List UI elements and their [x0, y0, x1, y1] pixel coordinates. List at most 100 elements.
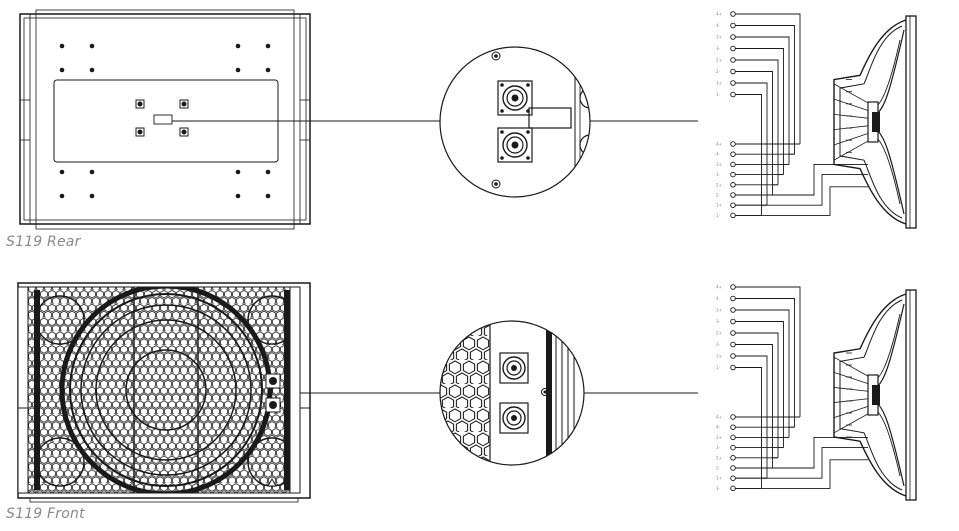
wire [735, 174, 868, 206]
screw-hole [265, 193, 271, 199]
wire [735, 344, 773, 468]
pin-label: 3+ [716, 308, 722, 313]
screw-hole [59, 67, 65, 73]
screw-hole [265, 169, 271, 175]
screw-hole [265, 67, 271, 73]
pin-label: 4- [716, 23, 721, 28]
screw-hole [235, 169, 241, 175]
wire [735, 459, 868, 489]
pin-label: 4+ [716, 415, 722, 420]
pin-label: 1+ [716, 203, 722, 208]
screw-hole [59, 169, 65, 175]
pin-label: 2- [716, 69, 721, 74]
pin-label: 4+ [716, 12, 722, 17]
wire [735, 436, 868, 469]
terminal-dot [730, 171, 736, 178]
terminal-dot [730, 192, 736, 198]
pin-label: 1+ [716, 476, 722, 481]
terminal-dot [730, 330, 736, 336]
pin-label: 3+ [716, 35, 722, 40]
screw-hole [59, 43, 65, 49]
front-detail-magnifier [439, 320, 585, 466]
terminal-dot [730, 307, 736, 313]
wire [735, 25, 795, 155]
rear-caption: S119 Rear [6, 234, 81, 250]
terminal-dot [730, 414, 736, 420]
rear-driver-section [833, 15, 917, 229]
pin-label: 3+ [716, 162, 722, 167]
wire [735, 309, 790, 438]
driver-cone [875, 29, 905, 215]
pin-label: 3+ [716, 435, 722, 440]
driver-cone [875, 303, 905, 487]
front-wiring-diagram: 4+4+4-4-3+3+3-3-2+2+2-2-1+1+1-1- [716, 284, 868, 492]
terminal-dot [730, 212, 736, 219]
wire [735, 186, 868, 216]
speakon-connector-top [497, 80, 533, 116]
terminal-dot [730, 485, 736, 492]
driver-basket [833, 19, 907, 225]
pin-label: 2+ [716, 455, 722, 460]
pin-label: 1- [716, 365, 721, 370]
front-connector-bottom [499, 402, 529, 434]
rear-detail-magnifier [439, 46, 591, 198]
pin-label: 3- [716, 46, 721, 51]
terminal-dot [730, 11, 736, 17]
pin-label: 1+ [716, 81, 722, 86]
terminal-dot [730, 68, 736, 75]
front-cabinet-drawing [17, 282, 311, 503]
terminal-dot [730, 434, 736, 441]
terminal-dot [730, 364, 736, 371]
terminal-dot [730, 91, 736, 98]
terminal-dot [730, 80, 736, 86]
pin-label: 2+ [716, 182, 722, 187]
terminal-dot [730, 161, 736, 168]
pin-label: 4+ [716, 285, 722, 290]
pin-label: 4- [716, 296, 721, 301]
screw-hole [235, 43, 241, 49]
pin-label: 1- [716, 92, 721, 97]
driver-flange [905, 15, 917, 229]
terminal-dot [730, 284, 736, 290]
wire [735, 367, 762, 489]
screw-hole [89, 43, 95, 49]
rear-connector-plate [135, 99, 189, 137]
pin-label: 1- [716, 486, 721, 491]
pin-label: 4- [716, 425, 721, 430]
front-caption: S119 Front [6, 506, 85, 522]
wire [735, 94, 762, 216]
wire [735, 59, 779, 185]
pin-label: 3- [716, 319, 721, 324]
terminal-dot [730, 341, 736, 348]
terminal-dot [730, 45, 736, 52]
screw-hole [89, 169, 95, 175]
terminal-dot [730, 141, 736, 147]
wire [735, 286, 801, 417]
terminal-dot [730, 455, 736, 461]
wire [735, 36, 790, 165]
terminal-dot [730, 318, 736, 325]
terminal-dot [730, 57, 736, 63]
driver-basket [833, 293, 907, 497]
wire [735, 355, 768, 479]
pin-label: 4+ [716, 142, 722, 147]
terminal-dot [730, 34, 736, 40]
screw-hole [235, 193, 241, 199]
driver-terminal-block [872, 385, 880, 405]
terminal-dot [730, 424, 736, 430]
pin-label: 2+ [716, 331, 722, 336]
driver-terminal-block [872, 112, 880, 132]
pin-label: 1- [716, 213, 721, 218]
wire [735, 82, 768, 206]
terminal-dot [730, 182, 736, 188]
rear-panel-screws [59, 43, 271, 199]
front-driver-section [833, 289, 917, 501]
wire [735, 48, 784, 175]
pin-label: 4- [716, 152, 721, 157]
terminal-dot [730, 465, 736, 471]
terminal-dot [730, 353, 736, 359]
screw-hole [89, 67, 95, 73]
terminal-dot [730, 151, 736, 157]
terminal-dot [730, 475, 736, 481]
